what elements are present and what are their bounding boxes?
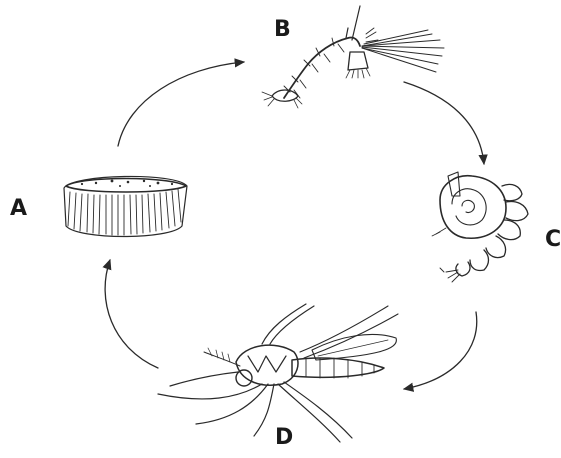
stage-label-d: D xyxy=(275,427,293,449)
pupa-icon xyxy=(432,172,528,282)
arrow-a-to-b xyxy=(118,62,244,146)
stage-label-a: A xyxy=(10,198,27,220)
arrow-c-to-d xyxy=(404,312,477,389)
arrow-b-to-c xyxy=(404,82,484,164)
stage-label-b: B xyxy=(274,19,291,41)
arrow-d-to-a xyxy=(105,260,158,368)
egg-raft-icon xyxy=(64,176,187,236)
adult-mosquito-icon xyxy=(158,304,398,442)
stage-label-c: C xyxy=(545,229,561,251)
